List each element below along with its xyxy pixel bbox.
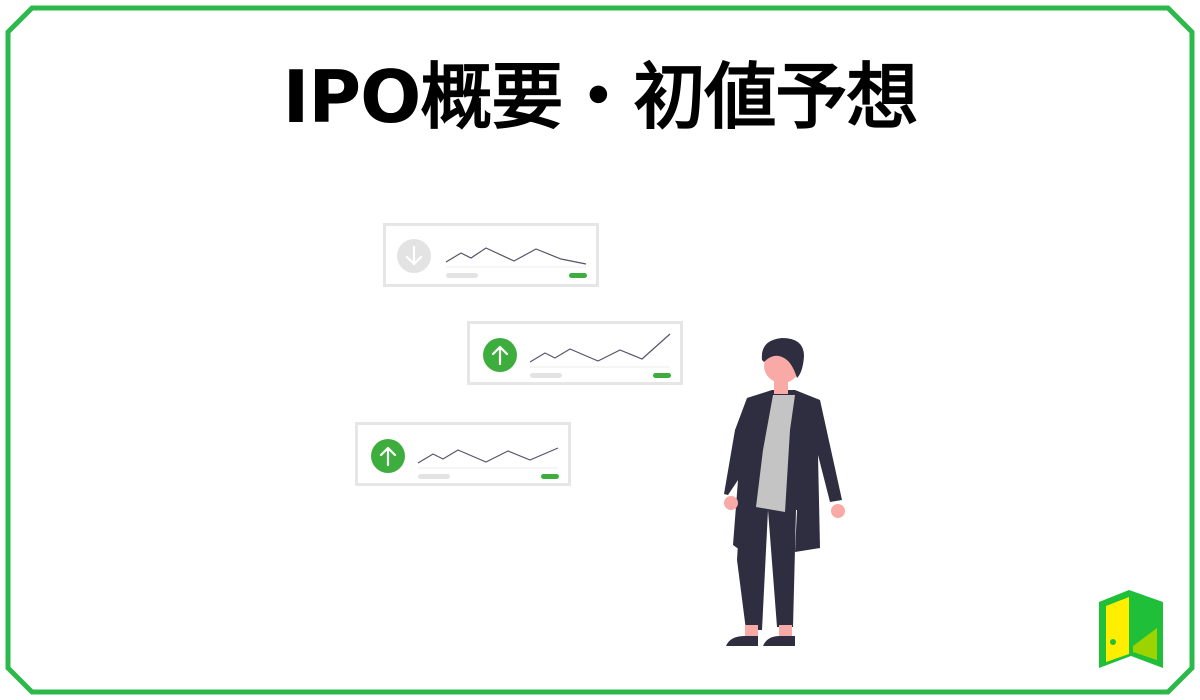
left-hand: [724, 496, 738, 510]
page-title: IPO概要・初値予想: [282, 55, 919, 139]
label-placeholder: [418, 474, 450, 479]
sparkline-down: [445, 247, 587, 268]
sparkline-up: [417, 447, 559, 469]
right-leg: [768, 510, 796, 627]
right-shoe: [763, 636, 795, 646]
door-logo-icon: [1099, 590, 1163, 668]
stock-card-up-2: [355, 422, 571, 486]
arrow-up-icon: [483, 338, 517, 372]
arrow-down-icon: [397, 239, 431, 273]
hair: [761, 338, 804, 378]
stock-card-up-1: [467, 321, 683, 385]
right-hand: [831, 504, 845, 518]
status-pill: [541, 474, 559, 479]
label-placeholder: [530, 373, 562, 378]
sparkline-up: [529, 333, 671, 368]
status-pill: [569, 273, 587, 278]
label-placeholder: [446, 273, 478, 278]
shirt: [756, 395, 795, 512]
arrow-up-icon: [371, 439, 405, 473]
stock-card-down: [383, 223, 599, 287]
status-pill: [653, 373, 671, 378]
left-shoe: [726, 636, 758, 646]
